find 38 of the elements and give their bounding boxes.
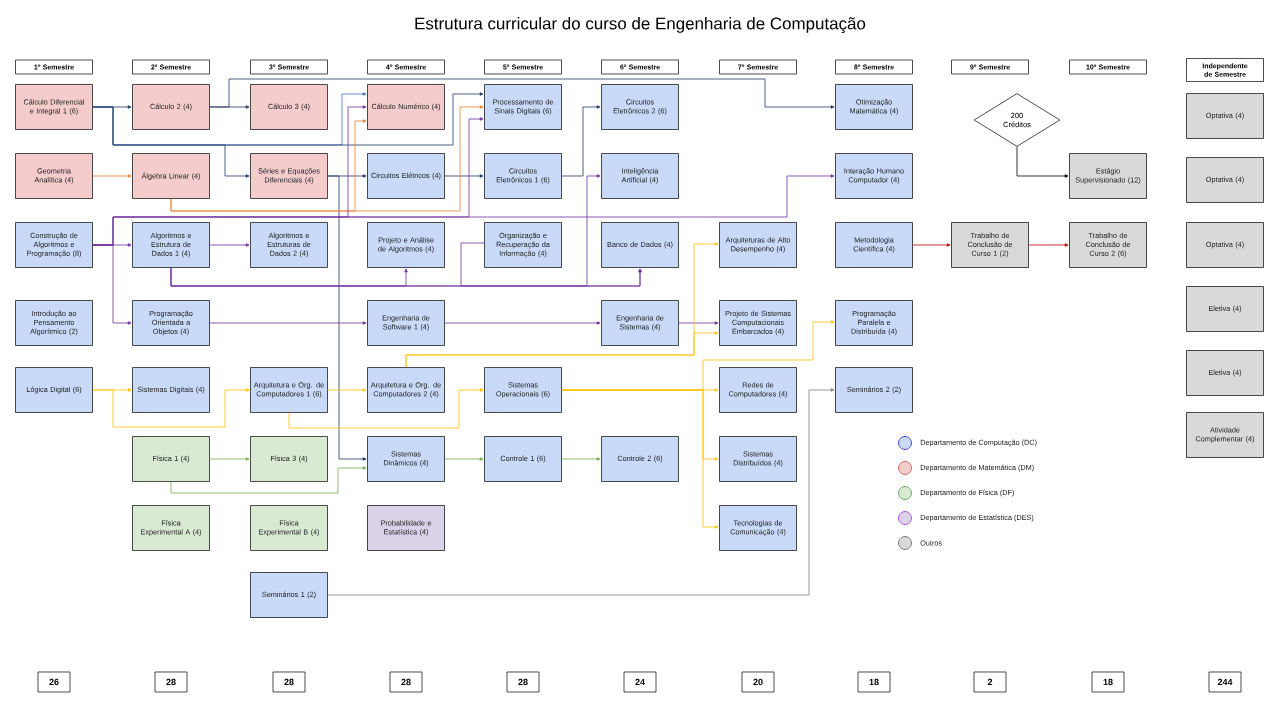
credit-total-box: 18 — [857, 671, 891, 693]
arrow — [405, 331, 719, 368]
arrow — [288, 388, 484, 429]
arrow — [912, 243, 951, 247]
arrow — [209, 78, 835, 109]
arrow — [92, 388, 250, 428]
arrow — [92, 174, 835, 246]
title: Estrutura curricular do curso de Engenharia de Computação — [415, 17, 866, 33]
arrow — [209, 457, 250, 461]
arrow — [561, 457, 601, 461]
arrow — [327, 388, 367, 392]
arrow — [678, 321, 719, 325]
arrow — [327, 388, 835, 596]
arrow — [170, 105, 484, 212]
credit-total-box: 26 — [37, 671, 71, 693]
arrow — [92, 92, 484, 146]
arrow — [561, 320, 835, 391]
arrow — [444, 457, 484, 461]
arrow — [170, 466, 367, 494]
credit-total-box: 18 — [1091, 671, 1125, 693]
credit-total-box: 28 — [272, 671, 306, 693]
arrow — [1028, 243, 1069, 247]
arrow — [1016, 146, 1069, 178]
arrow — [444, 174, 484, 178]
arrow — [444, 321, 601, 325]
credit-total-box: 2 — [973, 671, 1007, 693]
credit-total-box: 24 — [623, 671, 657, 693]
credit-total-box: 28 — [389, 671, 423, 693]
arrow — [460, 242, 642, 287]
arrow — [561, 105, 601, 177]
arrow — [92, 174, 132, 178]
arrow — [327, 175, 367, 461]
credit-total-box: 244 — [1208, 671, 1242, 693]
credit-total-box: 28 — [154, 671, 188, 693]
credit-total-box: 28 — [506, 671, 540, 693]
credit-total-box: 20 — [741, 671, 775, 693]
arrow — [209, 243, 250, 247]
arrow — [209, 321, 367, 325]
